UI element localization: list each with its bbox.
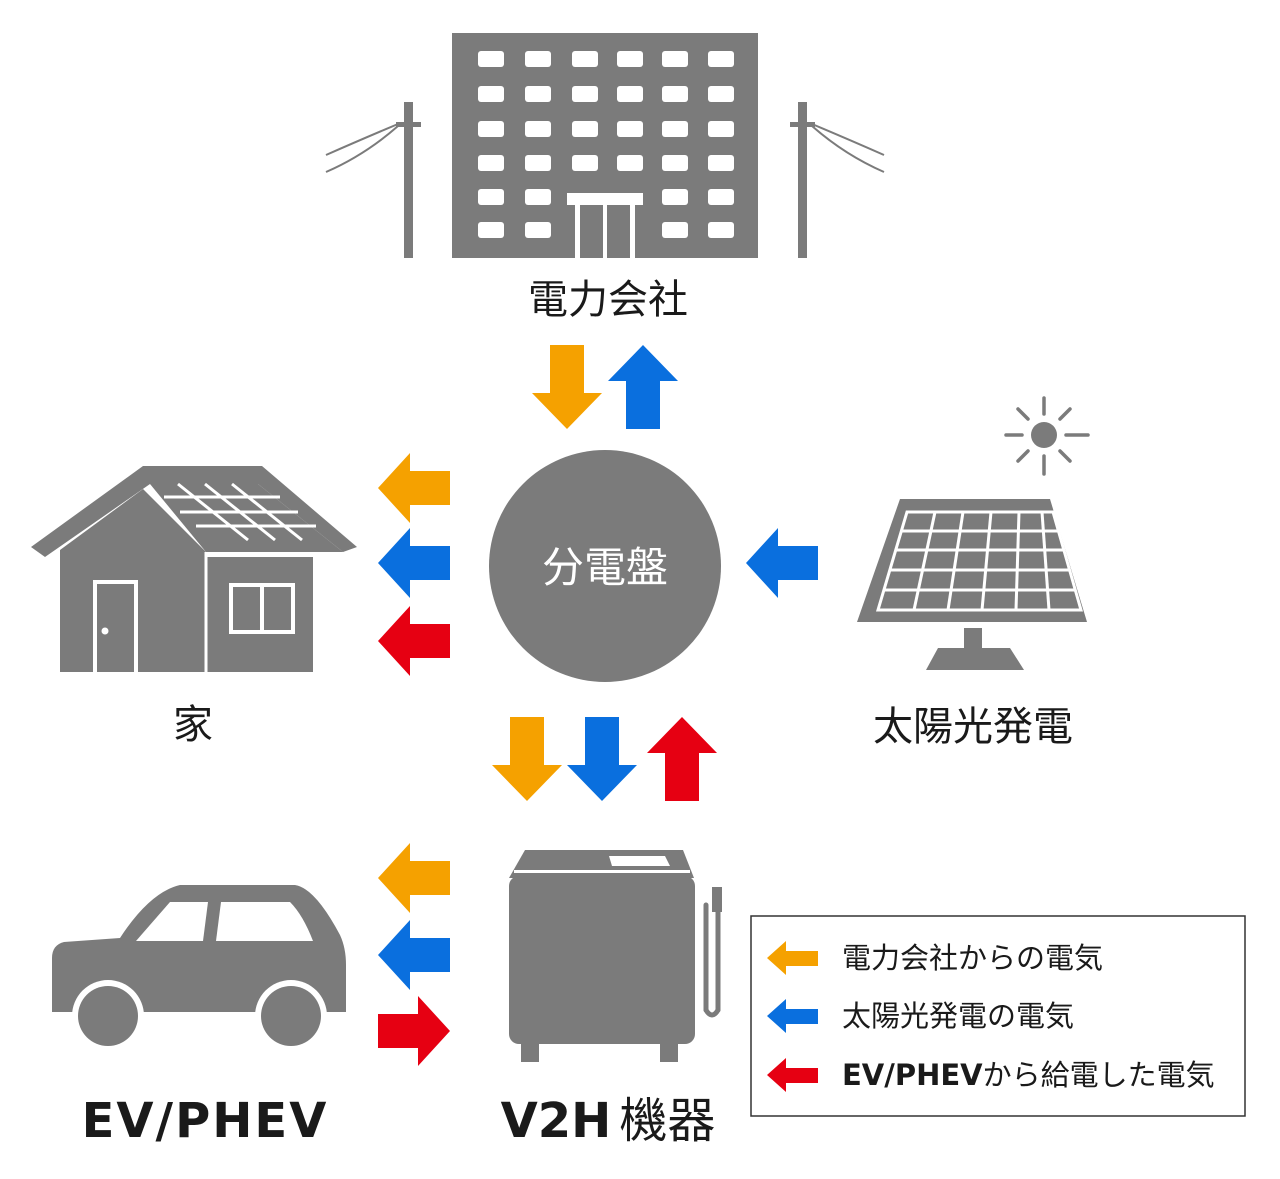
building-entrance-icon bbox=[567, 193, 643, 258]
legend-solar-arrow-icon bbox=[767, 999, 818, 1033]
legend-item-ev: EV/PHEVから給電した電気 bbox=[767, 1058, 1215, 1092]
legend-item-grid: 電力会社からの電気 bbox=[767, 941, 1103, 975]
sun-icon bbox=[1004, 396, 1090, 476]
grid-to-board-arrow bbox=[532, 345, 602, 429]
board-to-v2h-solar-arrow bbox=[567, 717, 637, 801]
distribution-board-label: 分電盤 bbox=[542, 543, 668, 592]
legend-solar-label: 太陽光発電の電気 bbox=[842, 999, 1074, 1033]
house-icon bbox=[31, 466, 357, 672]
distribution-board-node: 分電盤 bbox=[489, 450, 721, 682]
solar-label: 太陽光発電 bbox=[873, 704, 1073, 750]
legend-ev-arrow-icon bbox=[767, 1058, 818, 1092]
utility-pole-left-icon bbox=[325, 102, 421, 258]
legend-ev-label: EV/PHEVから給電した電気 bbox=[842, 1058, 1215, 1092]
power-company-icon bbox=[452, 33, 758, 258]
solar-to-board-arrow bbox=[746, 528, 818, 598]
legend-item-solar: 太陽光発電の電気 bbox=[767, 999, 1074, 1033]
board-to-house-solar-arrow bbox=[378, 528, 450, 598]
house-label: 家 bbox=[173, 702, 213, 748]
board-to-house-grid-arrow bbox=[378, 453, 450, 523]
legend-grid-arrow-icon bbox=[767, 941, 818, 975]
power-company-label: 電力会社 bbox=[528, 277, 688, 323]
board-to-house-ev-arrow bbox=[378, 606, 450, 676]
legend: 電力会社からの電気 太陽光発電の電気 EV/PHEVから給電した電気 bbox=[750, 915, 1246, 1117]
legend-ev-label-bold: EV/PHEV bbox=[842, 1058, 983, 1092]
v2h-label-prefix: V2H bbox=[501, 1093, 612, 1149]
car-icon bbox=[52, 885, 346, 1052]
board-to-grid-arrow bbox=[608, 345, 678, 429]
v2h-device-icon bbox=[509, 850, 722, 1062]
solar-panel-icon bbox=[857, 499, 1087, 670]
v2h-to-ev-grid-arrow bbox=[378, 843, 450, 913]
ev-label: EV/PHEV bbox=[82, 1093, 329, 1149]
board-to-v2h-grid-arrow bbox=[492, 717, 562, 801]
v2h-to-ev-solar-arrow bbox=[378, 920, 450, 990]
utility-pole-right-icon bbox=[790, 102, 885, 258]
legend-ev-label-rest: から給電した電気 bbox=[983, 1058, 1215, 1092]
legend-grid-label: 電力会社からの電気 bbox=[842, 941, 1103, 975]
v2h-to-board-ev-arrow bbox=[647, 717, 717, 801]
v2h-label-suffix: 機器 bbox=[619, 1093, 715, 1149]
ev-to-v2h-arrow bbox=[378, 996, 450, 1066]
